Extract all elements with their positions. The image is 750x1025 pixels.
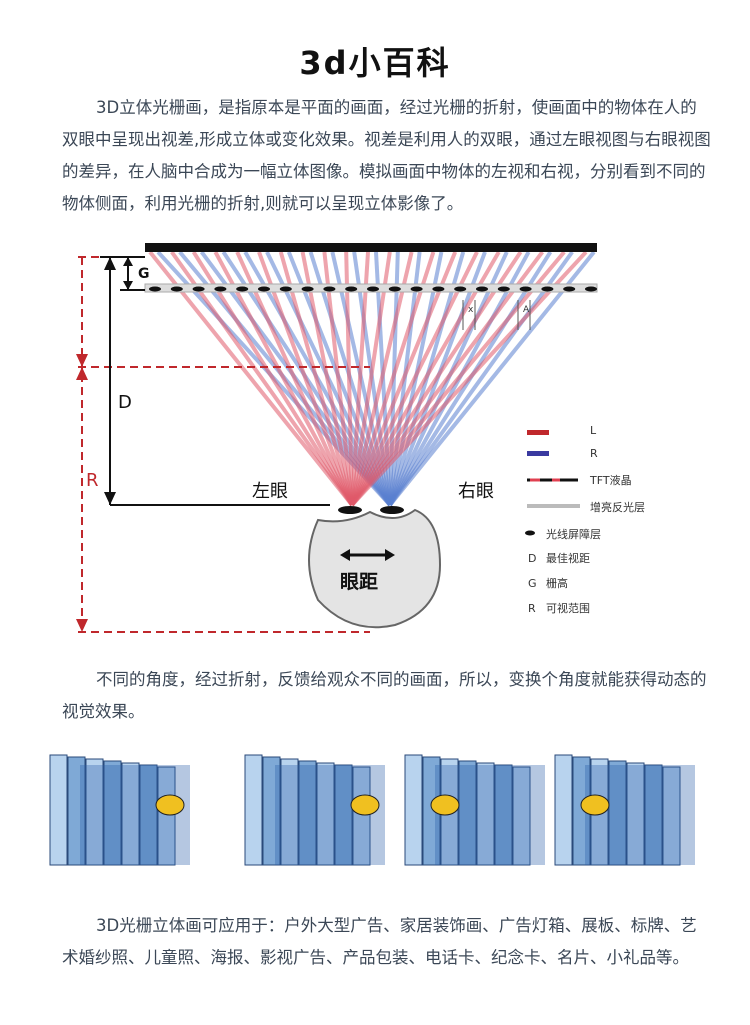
left-ray: [350, 251, 436, 506]
left-ray: [350, 251, 479, 506]
fish-icon: [430, 794, 460, 816]
head: [308, 508, 442, 629]
barrier-mark: [388, 286, 401, 292]
page-title: 3d小百科: [299, 44, 451, 82]
fish-icon: [350, 794, 380, 816]
left-ray: [350, 251, 414, 506]
left-ray: [350, 250, 544, 507]
legend-r-key: R: [528, 602, 536, 615]
barrier-mark: [541, 286, 554, 292]
barrier-mark: [519, 286, 532, 292]
left-ray: [350, 250, 501, 507]
legend-g-key: G: [528, 577, 537, 590]
angle-paragraph: 不同的角度，经过折射，反馈给观众不同的画面，所以，变换个角度就能获得动态的视觉效…: [62, 670, 707, 721]
barrier-mark: [323, 286, 336, 292]
right-eye-icon: [380, 506, 404, 514]
left-ray: [257, 251, 354, 506]
left-ray: [148, 250, 354, 507]
barrier-mark: [258, 286, 270, 292]
left-ray: [278, 251, 354, 506]
legend-r2: 可视范围: [546, 601, 590, 615]
label-a: A: [523, 305, 530, 315]
legend-l: L: [590, 424, 597, 437]
applications-paragraph: 3D光栅立体画可应用于：户外大型广告、家居装饰画、广告灯箱、展板、标牌、艺术婚纱…: [62, 916, 697, 967]
legend: L R TFT液晶 增亮反光层 光线屏障层 D 最佳视距 G 栅高 R 可视范围: [525, 424, 645, 615]
barrier-mark: [563, 286, 576, 292]
legend-barrier: 光线屏障层: [546, 527, 601, 541]
lenticular-panel-1: [49, 754, 190, 866]
legend-d-key: D: [528, 552, 536, 565]
label-r: R: [86, 470, 99, 491]
barrier-layer: [149, 286, 597, 292]
intro-paragraph: 3D立体光栅画，是指原本是平面的画面，经过光栅的折射，使画面中的物体在人的双眼中…: [62, 98, 711, 213]
left-ray: [300, 251, 354, 506]
lenticular-diagram: G D R x A 眼距 左眼 右眼 L R TFT液晶 增亮反光层 光线屏障层…: [76, 243, 645, 633]
legend-d: 最佳视距: [546, 551, 590, 565]
barrier-mark: [149, 286, 161, 292]
barrier-mark: [367, 286, 379, 292]
barrier-mark: [192, 286, 205, 292]
left-eye-label: 左眼: [252, 481, 288, 502]
left-ray: [235, 251, 354, 506]
left-ray: [350, 251, 458, 506]
left-ray: [322, 251, 354, 506]
left-ray: [350, 250, 566, 507]
fish-icon: [580, 794, 610, 816]
barrier-mark: [454, 286, 467, 292]
legend-tft: TFT液晶: [589, 473, 632, 487]
left-ray: [350, 251, 392, 506]
barrier-mark: [214, 286, 227, 292]
barrier-mark: [236, 286, 249, 292]
barrier-mark: [585, 286, 597, 292]
lenticular-panel-3: [404, 754, 545, 866]
light-rays: [148, 250, 596, 507]
barrier-mark: [301, 286, 314, 292]
eye-distance-label: 眼距: [340, 571, 378, 593]
left-ray: [213, 251, 354, 506]
barrier-mark: [476, 286, 488, 292]
right-eye-label: 右眼: [458, 481, 494, 502]
legend-bright: 增亮反光层: [590, 500, 645, 514]
barrier-mark: [432, 286, 445, 292]
tft-panel: [145, 243, 597, 252]
lenticular-panel-2: [244, 754, 385, 866]
right-ray: [388, 250, 574, 507]
left-eye-icon: [338, 506, 362, 514]
barrier-mark: [497, 286, 510, 292]
left-ray: [191, 250, 354, 507]
lenticular-panel-4: [554, 754, 695, 866]
left-ray: [350, 250, 588, 507]
left-ray: [350, 251, 370, 506]
barrier-mark: [170, 286, 183, 292]
barrier-mark: [345, 286, 358, 292]
right-ray: [388, 250, 596, 507]
left-ray: [170, 250, 354, 507]
label-x: x: [468, 305, 474, 315]
barrier-mark: [410, 286, 423, 292]
lenticular-examples: [49, 754, 695, 866]
label-d: D: [118, 392, 132, 413]
left-ray: [350, 250, 523, 507]
legend-r: R: [590, 447, 598, 460]
legend-g: 栅高: [546, 576, 568, 590]
label-g: G: [138, 266, 150, 282]
fish-icon: [155, 794, 185, 816]
distance-lines: [100, 256, 330, 506]
left-ray: [344, 251, 354, 506]
barrier-mark: [279, 286, 292, 292]
